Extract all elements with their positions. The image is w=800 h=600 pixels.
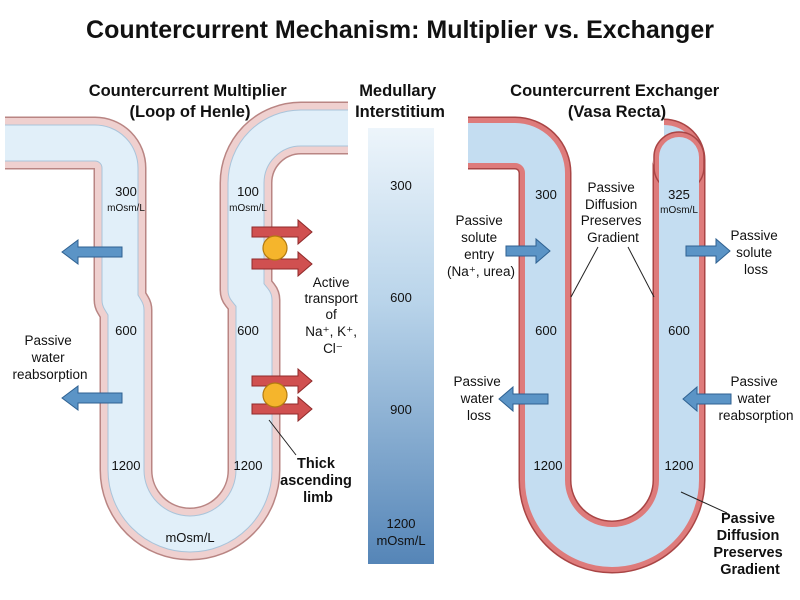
loop-descending-top-unit: mOsm/L [107, 203, 145, 214]
solute-loss-arrow [685, 237, 731, 265]
vessel-ascending-top-value: 325 [668, 187, 690, 202]
loop-ascending-top-unit: mOsm/L [229, 203, 267, 214]
loop-ascending-deep-value: 1200 [234, 458, 263, 473]
water-reabsorption-arrow [682, 385, 732, 413]
vessel-descending-deep-value: 1200 [534, 458, 563, 473]
exchanger-heading: Countercurrent Exchanger (Vasa Recta) [510, 82, 724, 121]
loop-ascending-top-value: 100 [237, 184, 259, 199]
multiplier-heading: Countercurrent Multiplier (Loop of Henle… [89, 82, 292, 121]
passive-solute-loss-label: Passive solute loss [730, 228, 781, 277]
thick-limb-leader-line [268, 419, 297, 456]
water-out-arrow [61, 239, 123, 265]
active-transport-arrow [251, 395, 313, 423]
vessel-ascending-mid-value: 600 [668, 323, 690, 338]
center-label-leader-left [570, 246, 599, 298]
interstitium-unit: mOsm/L [376, 533, 425, 548]
active-transport-arrow [251, 250, 313, 278]
interstitium-value-900: 900 [390, 402, 412, 417]
vessel-lumen [468, 123, 699, 567]
water-out-arrow [61, 385, 123, 411]
passive-diffusion-bottom-label: Passive Diffusion Preserves Gradient [713, 511, 786, 578]
medullary-interstitium-gradient-bar [368, 128, 434, 564]
ion-pump-icon [262, 235, 288, 261]
ion-pump-icon [262, 382, 288, 408]
active-transport-arrow [251, 218, 313, 246]
interstitium-value-300: 300 [390, 178, 412, 193]
passive-diffusion-center-label: Passive Diffusion Preserves Gradient [581, 180, 646, 245]
passive-water-reabsorption-label: Passive water reabsorption [12, 333, 87, 382]
vessel-ascending-top-unit: mOsm/L [660, 205, 698, 216]
water-loss-arrow [498, 385, 549, 413]
thick-ascending-limb-label: Thick ascending limb [280, 456, 356, 506]
active-transport-label: Active transport of Na⁺, K⁺, Cl⁻ [304, 275, 361, 356]
interstitium-value-1200: 1200 [387, 516, 416, 531]
figure-title: Countercurrent Mechanism: Multiplier vs.… [86, 16, 714, 44]
loop-descending-deep-value: 1200 [112, 458, 141, 473]
passive-solute-entry-label: Passive solute entry (Na⁺, urea) [447, 213, 515, 279]
vessel-ascending-deep-value: 1200 [665, 458, 694, 473]
vessel-descending-mid-value: 600 [535, 323, 557, 338]
bottom-label-leader-line [680, 491, 728, 514]
vasa-recta [468, 116, 706, 574]
vessel-wall [468, 116, 706, 574]
passive-water-loss-label: Passive water loss [453, 374, 504, 423]
interstitium-heading: Medullary Interstitium [355, 82, 445, 121]
loop-ascending-mid-value: 600 [237, 323, 259, 338]
vessel-descending-top-value: 300 [535, 187, 557, 202]
center-label-leader-right [627, 246, 655, 298]
interstitium-value-600: 600 [390, 290, 412, 305]
loop-of-henle [5, 101, 348, 561]
loop-descending-mid-value: 600 [115, 323, 137, 338]
passive-water-reabsorption-vessel-label: Passive water reabsorption [718, 374, 793, 423]
active-transport-arrow [251, 367, 313, 395]
solute-entry-arrow [505, 237, 551, 265]
loop-bottom-unit: mOsm/L [165, 530, 214, 545]
loop-descending-top-value: 300 [115, 184, 137, 199]
